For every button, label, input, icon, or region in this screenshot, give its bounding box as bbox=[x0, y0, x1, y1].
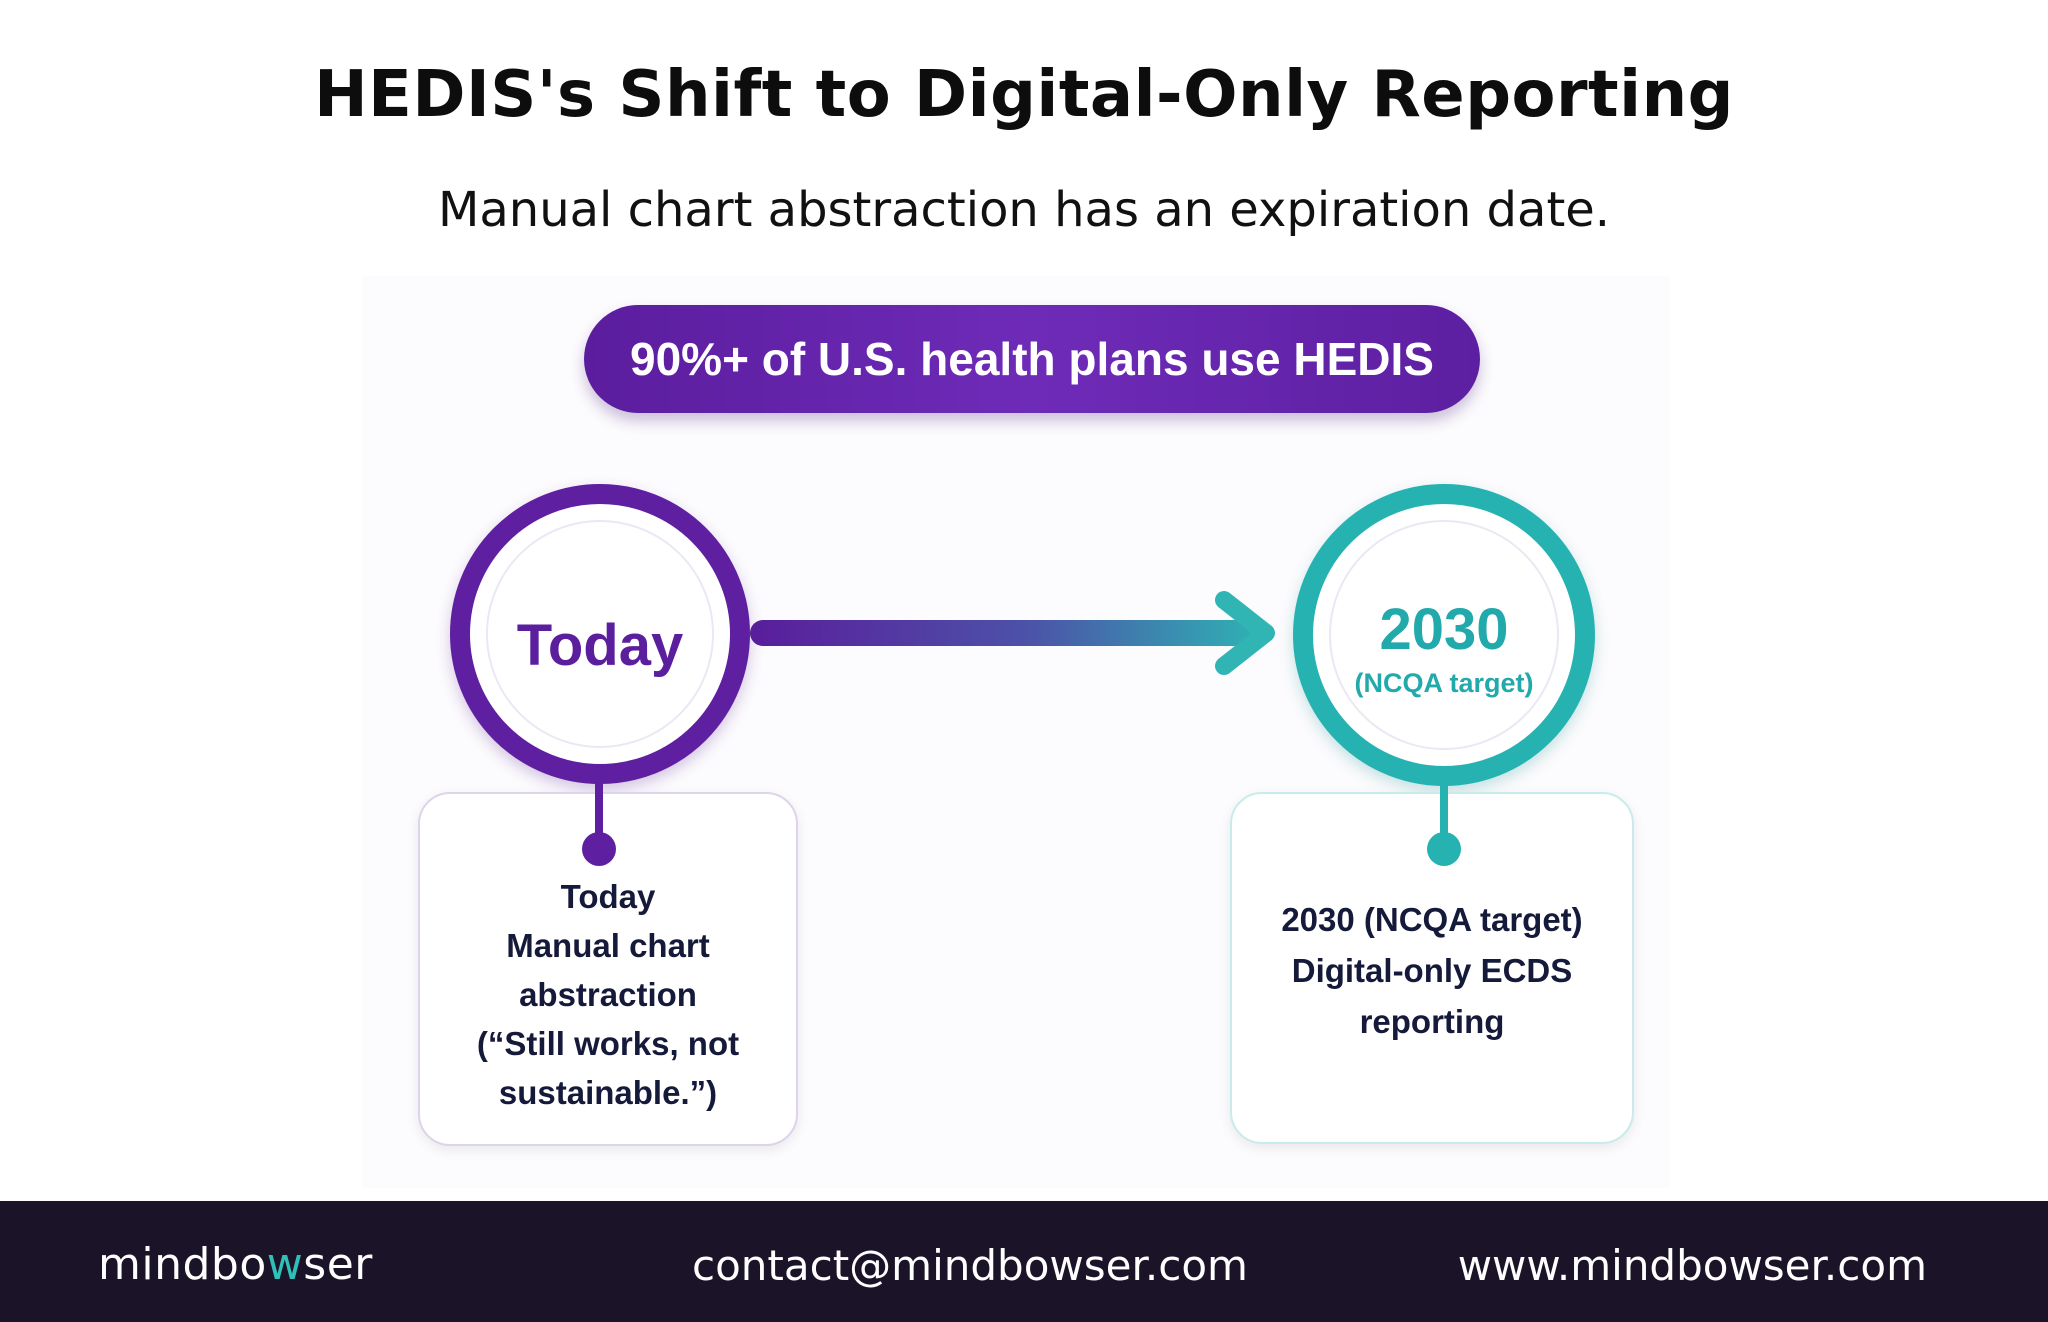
contact-email-link[interactable]: contact@mindbowser.com bbox=[692, 1241, 1248, 1290]
today-card: Today Manual chart abstraction (“Still w… bbox=[418, 792, 798, 1146]
target-card-line: Digital-only ECDS bbox=[1291, 952, 1573, 989]
page-title: HEDIS's Shift to Digital-Only Reporting bbox=[314, 58, 1734, 132]
target-card-text: 2030 (NCQA target) Digital-only ECDS rep… bbox=[1232, 894, 1632, 1047]
target-node-year: 2030 bbox=[1379, 597, 1509, 662]
today-card-line: Today bbox=[560, 878, 656, 915]
footer-bar: mindbowser contact@mindbowser.com www.mi… bbox=[0, 1201, 2048, 1322]
target-connector-dot bbox=[1427, 832, 1461, 866]
target-card-line: reporting bbox=[1359, 1003, 1505, 1040]
timeline-connector bbox=[750, 620, 1255, 646]
target-card-line: 2030 (NCQA target) bbox=[1281, 901, 1583, 938]
today-card-line: (“Still works, not bbox=[476, 1025, 740, 1062]
brand-logo-suffix: ser bbox=[303, 1239, 373, 1290]
today-connector-dot bbox=[582, 832, 616, 866]
today-card-line: sustainable.”) bbox=[498, 1074, 718, 1111]
target-inner-ring bbox=[1329, 520, 1559, 750]
today-card-text: Today Manual chart abstraction (“Still w… bbox=[420, 872, 796, 1117]
today-node: Today bbox=[450, 484, 750, 784]
today-node-label: Today bbox=[516, 613, 684, 678]
stat-banner: 90%+ of U.S. health plans use HEDIS bbox=[584, 305, 1480, 413]
today-inner-ring bbox=[486, 520, 714, 748]
target-node: 2030 (NCQA target) bbox=[1293, 484, 1595, 786]
page-subtitle: Manual chart abstraction has an expirati… bbox=[437, 182, 1611, 238]
today-card-line: abstraction bbox=[519, 976, 697, 1013]
brand-logo-prefix: mindbo bbox=[98, 1239, 267, 1290]
today-card-line: Manual chart bbox=[506, 927, 710, 964]
arrow-right-icon bbox=[1215, 591, 1275, 675]
today-stem bbox=[595, 770, 603, 848]
target-stem bbox=[1440, 772, 1448, 848]
stat-banner-text: 90%+ of U.S. health plans use HEDIS bbox=[630, 333, 1434, 385]
brand-logo[interactable]: mindbowser bbox=[98, 1239, 373, 1290]
target-node-sub: (NCQA target) bbox=[1354, 668, 1534, 698]
website-link[interactable]: www.mindbowser.com bbox=[1457, 1241, 1927, 1290]
brand-logo-accent: w bbox=[266, 1239, 304, 1290]
